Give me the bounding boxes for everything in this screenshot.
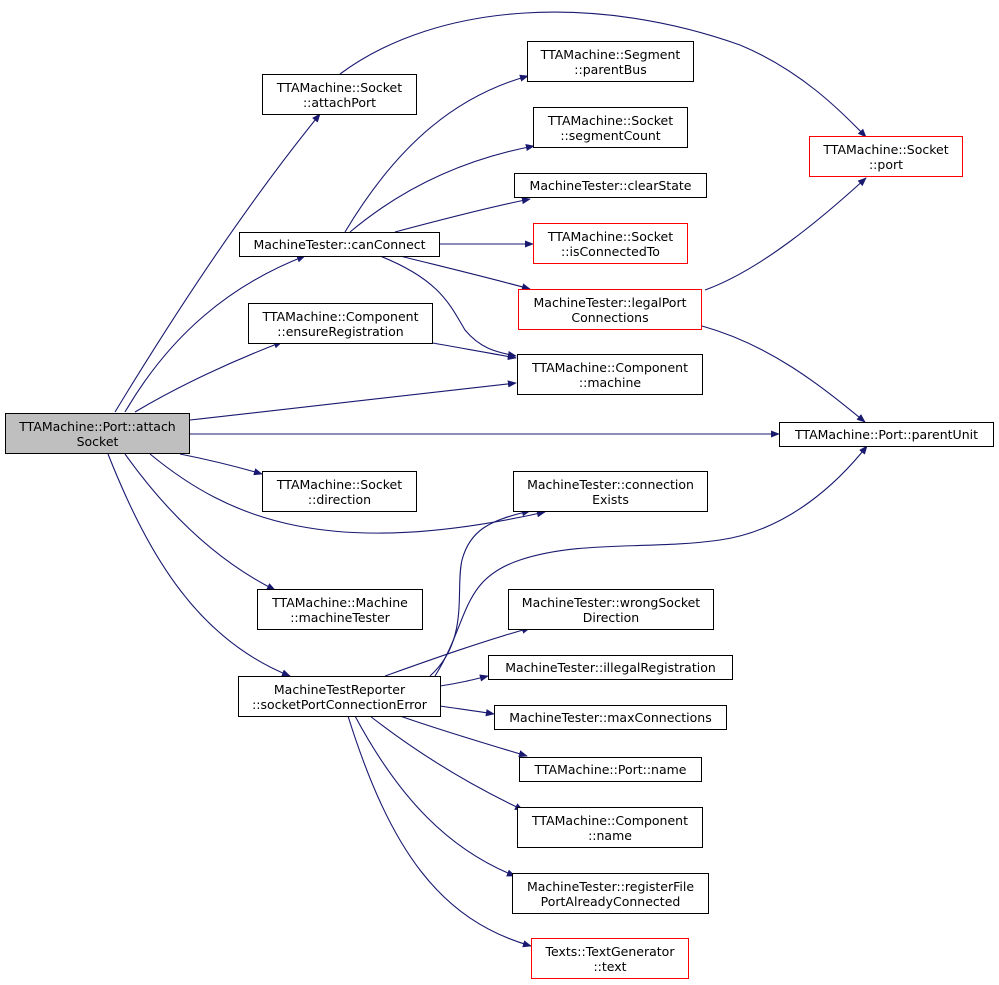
edge-legalport-parentunit [701,325,866,423]
node-label: MachineTester::legalPort [533,294,687,310]
node-socket-port[interactable]: TTAMachine::Socket ::port [809,136,963,177]
node-component-ensureregistration[interactable]: TTAMachine::Component ::ensureRegistrati… [248,303,433,344]
edge-root-connexists [149,453,546,534]
node-label: ::isConnectedTo [561,243,660,259]
edge-reporter-textgen [347,715,532,948]
node-label: MachineTester::illegalRegistration [505,660,716,675]
node-machinetester-canconnect[interactable]: MachineTester::canConnect [239,232,440,257]
node-segment-parentbus[interactable]: TTAMachine::Segment ::parentBus [527,41,694,82]
node-label: ::name [588,827,632,843]
node-label: TTAMachine::Component [532,359,688,375]
edge-reporter-parentunit [434,445,868,677]
node-machinetester-illegalregistration[interactable]: MachineTester::illegalRegistration [488,655,733,680]
node-machinetester-legalportconnections[interactable]: MachineTester::legalPort Connections [518,289,702,330]
node-label: ::direction [307,491,372,507]
node-port-attach-socket: TTAMachine::Port::attach Socket [5,413,190,454]
node-label: ::machine [578,374,642,390]
edge-root-machtester [124,453,276,591]
edge-root-reporter [107,453,291,677]
edge-legalport-socketport [704,177,867,291]
node-label: TTAMachine::Socket [823,141,949,157]
edge-root-sockdir [179,453,263,476]
node-machinetester-maxconnections[interactable]: MachineTester::maxConnections [494,705,727,730]
node-label: TTAMachine::Socket [547,112,674,128]
edge-canconnect-parentbus [344,74,529,233]
node-label: ::socketPortConnectionError [252,696,427,712]
edge-reporter-compname [369,715,524,811]
node-label: TTAMachine::Segment [540,46,681,62]
node-label: Socket [76,433,119,449]
node-label: TTAMachine::Machine [272,594,408,610]
edge-canconnect-segcount [349,143,535,233]
edge-root-canconnect [124,255,306,413]
node-label: Texts::TextGenerator [545,943,675,959]
node-label: TTAMachine::Component [532,812,688,828]
edge-reporter-wrongsock [384,626,531,677]
edge-reporter-regfile [354,715,516,877]
node-label: TTAMachine::Socket [276,79,403,95]
edge-canconnect-compmachine [379,255,517,359]
node-label: Exists [592,491,629,507]
edge-root-attachport [114,113,321,413]
node-label: MachineTester::canConnect [253,237,426,252]
node-label: ::segmentCount [560,127,661,143]
node-label: ::machineTester [290,609,390,625]
node-label: ::attachPort [302,94,377,110]
edge-reporter-portname [399,715,528,758]
edge-root-compmachine [189,380,517,421]
edge-canconnect-legalport [399,255,531,291]
node-label: PortAlreadyConnected [540,893,681,909]
node-component-name[interactable]: TTAMachine::Component ::name [517,807,703,848]
node-socket-isconnectedto[interactable]: TTAMachine::Socket ::isConnectedTo [533,223,688,264]
node-label: MachineTester::connection [527,476,694,492]
node-socket-attachport[interactable]: TTAMachine::Socket ::attachPort [262,74,417,115]
node-textgenerator-text[interactable]: Texts::TextGenerator ::text [531,938,689,979]
node-port-parentunit[interactable]: TTAMachine::Port::parentUnit [779,422,994,447]
edge-attachport-socketport [339,11,867,138]
node-label: TTAMachine::Port::attach [19,418,176,434]
node-component-machine[interactable]: TTAMachine::Component ::machine [517,354,703,395]
node-label: Connections [571,309,649,325]
node-label: TTAMachine::Component [262,308,419,324]
node-label: MachineTestReporter [273,681,406,697]
node-label: TTAMachine::Socket [276,476,403,492]
edge-root-ensurereg [134,341,283,413]
node-label: TTAMachine::Socket [547,228,674,244]
node-label: TTAMachine::Port::parentUnit [794,427,978,442]
node-label: Direction [582,609,640,625]
edge-ensurereg-compmachine [432,342,517,361]
edge-canconnect-clearstate [394,197,531,233]
node-label: ::port [868,156,904,172]
node-socket-segmentcount[interactable]: TTAMachine::Socket ::segmentCount [533,107,688,148]
node-label: MachineTester::clearState [529,178,692,193]
node-label: ::parentBus [574,61,647,77]
node-label: TTAMachine::Port::name [534,762,687,777]
node-machinetester-wrongsocketdirection[interactable]: MachineTester::wrongSocket Direction [508,589,714,630]
node-machinetester-registerfileportalreadyconnected[interactable]: MachineTester::registerFile PortAlreadyC… [512,873,709,914]
edge-reporter-illegalreg [439,674,489,687]
node-label: MachineTester::wrongSocket [521,594,701,610]
node-label: MachineTester::registerFile [526,878,695,894]
node-socket-direction[interactable]: TTAMachine::Socket ::direction [262,471,417,512]
node-machinetester-clearstate[interactable]: MachineTester::clearState [514,173,707,198]
node-label: ::text [593,958,627,974]
node-port-name[interactable]: TTAMachine::Port::name [519,757,702,782]
edge-reporter-maxconn [439,705,495,717]
node-machine-machinetester[interactable]: TTAMachine::Machine ::machineTester [257,589,423,630]
node-label: MachineTester::maxConnections [509,710,712,725]
node-machinetester-connectionexists[interactable]: MachineTester::connection Exists [513,471,708,512]
node-reporter-socketportconnectionerror[interactable]: MachineTestReporter ::socketPortConnecti… [238,676,441,717]
node-label: ::ensureRegistration [277,323,404,339]
